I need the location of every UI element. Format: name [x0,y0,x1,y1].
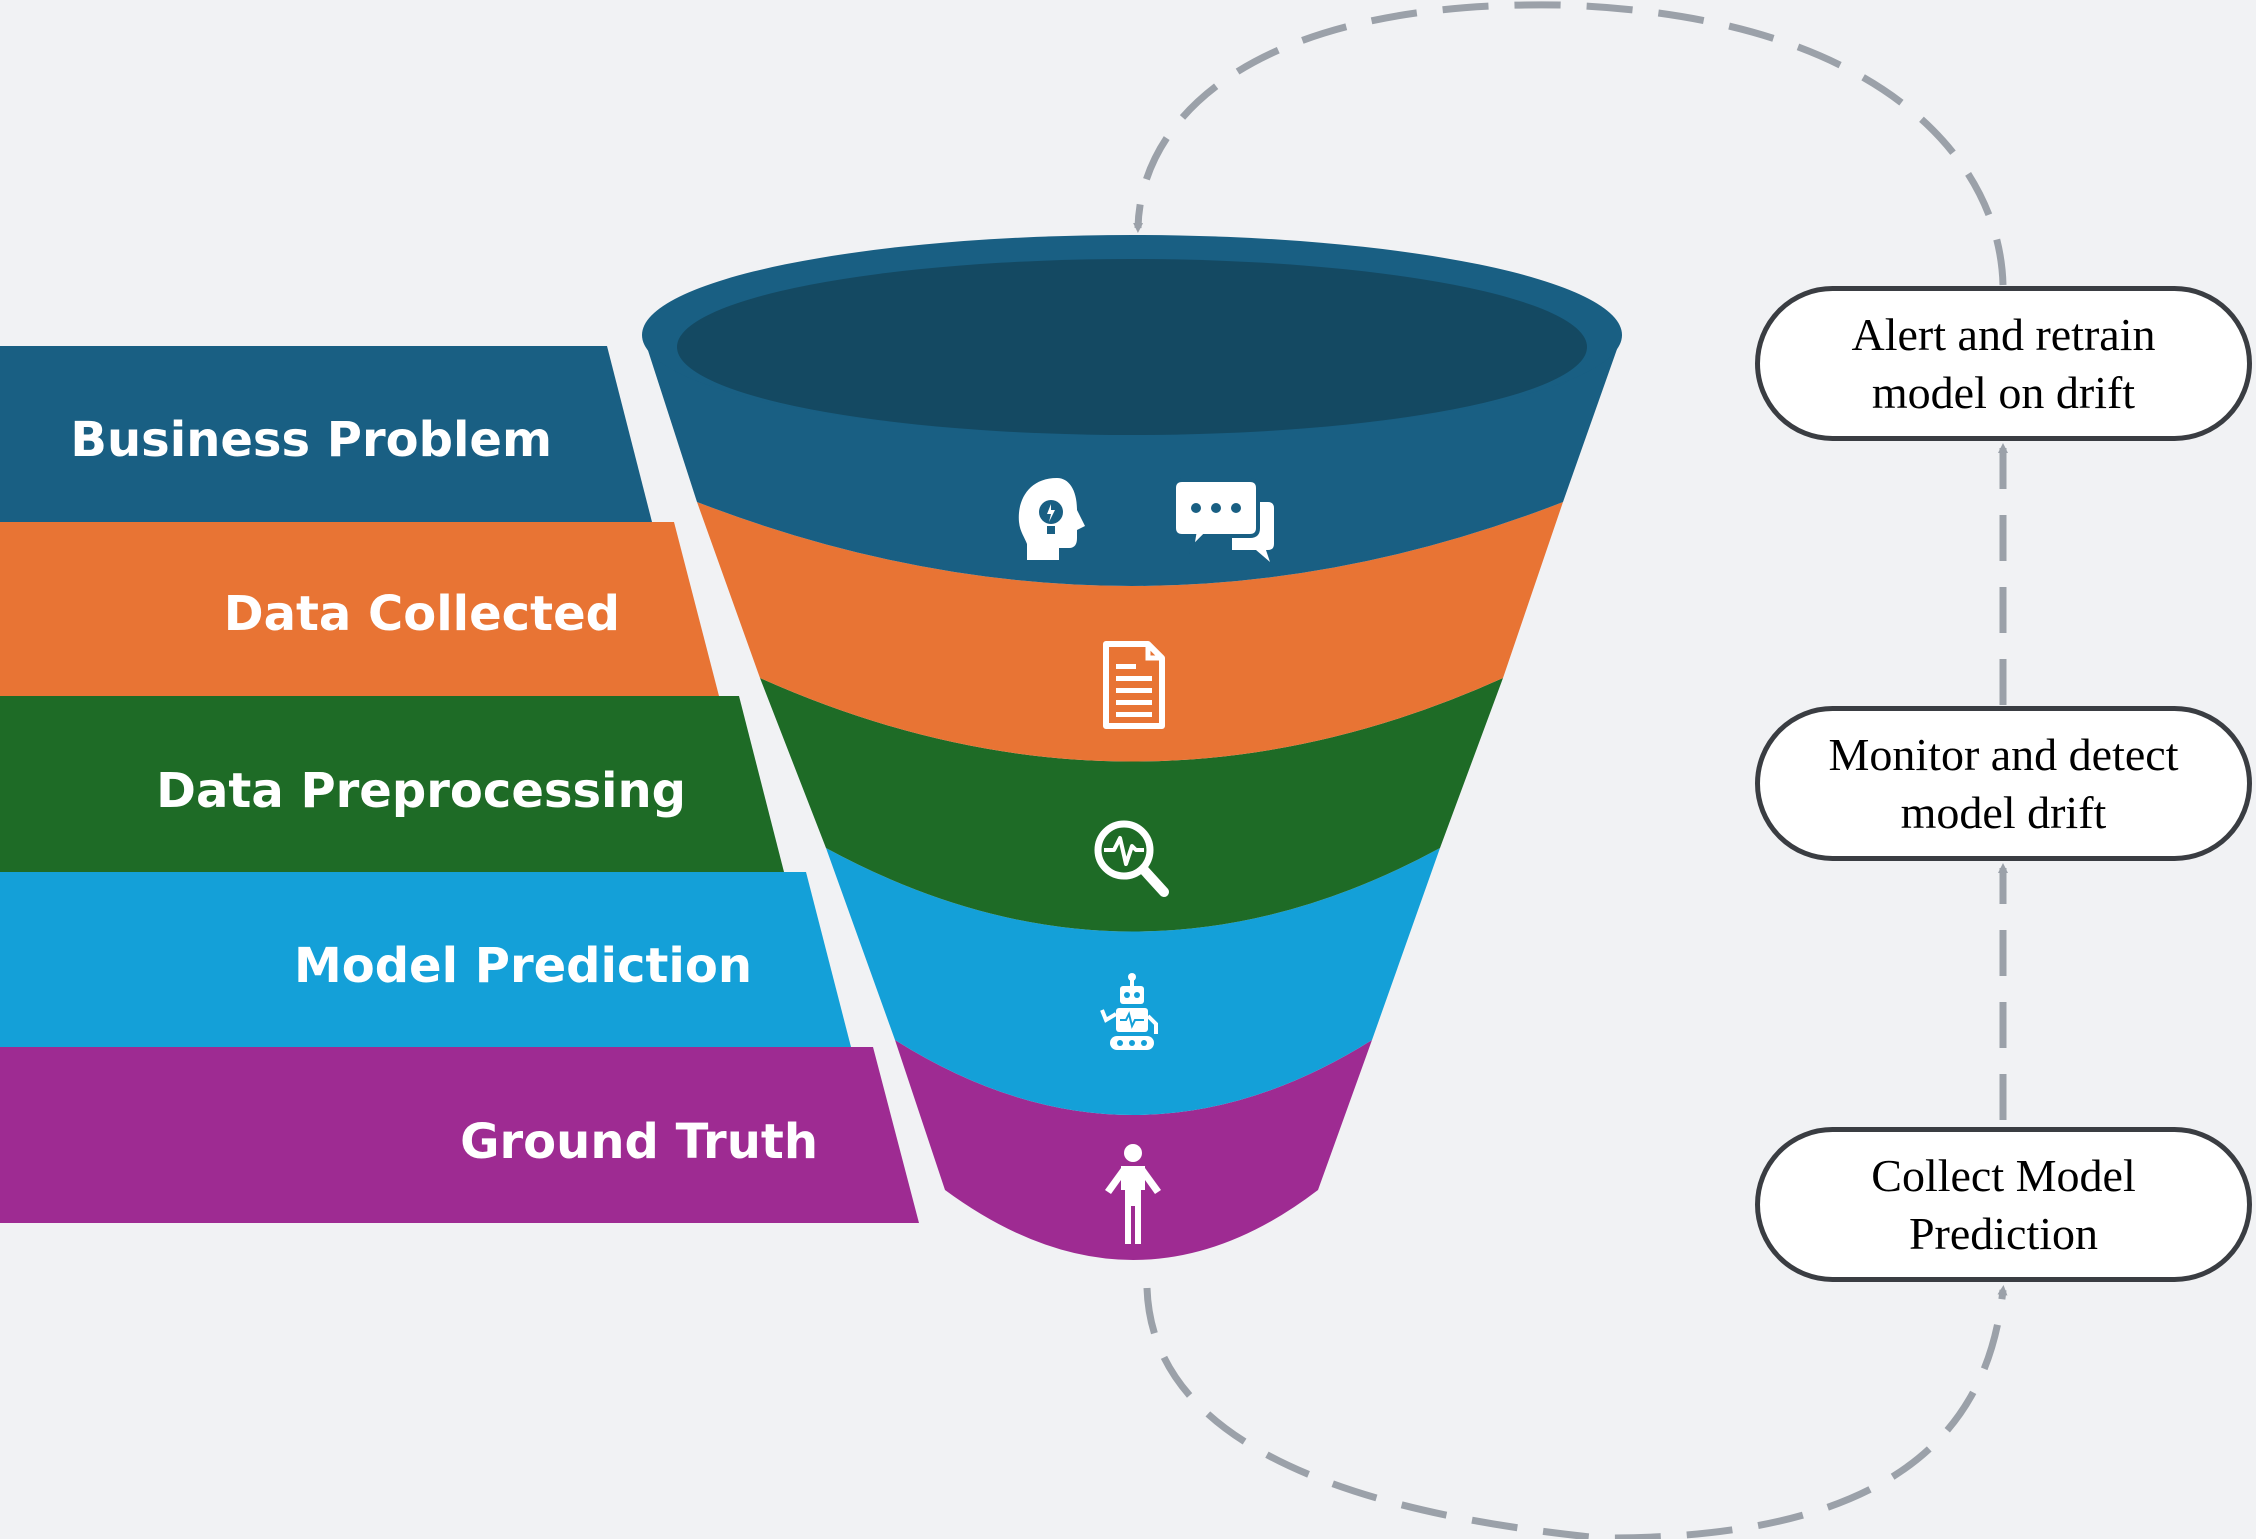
step-monitor-detect-line1: Monitor and detect [1828,728,2179,780]
loop-arrow-top [1133,1,2007,286]
step-monitor-detect-line2: model drift [1900,786,2107,838]
funnel-opening [677,259,1587,435]
person-icon [1105,1144,1161,1244]
chat-bubbles-icon [1172,478,1274,562]
step-collect-prediction-line2: Prediction [1908,1207,2099,1259]
step-alert-retrain-line1: Alert and retrain [1851,308,2156,360]
stage-label-ground-truth: Ground Truth [460,1114,818,1170]
stage-label-data-preprocessing: Data Preprocessing [156,763,686,819]
step-monitor-detect: Monitor and detect model drift [1755,706,2252,861]
head-lightbulb-icon [1018,478,1085,560]
ribbon-business-problem [0,346,652,522]
step-alert-retrain-line2: model on drift [1871,366,2136,418]
step-collect-prediction-line1: Collect Model [1871,1149,2136,1201]
ribbon-data-collected [0,522,719,696]
ribbon-ground-truth [0,1047,919,1223]
funnel-band-data-collected [697,502,1563,762]
funnel [642,235,1622,1260]
loop-arrow-bottom [1143,1285,2008,1539]
ribbon-data-preprocessing [0,696,784,872]
stage-label-business-problem: Business Problem [70,412,552,468]
feedback-loop [1133,1,2008,1539]
stage-ribbons [0,346,919,1223]
step-alert-retrain: Alert and retrain model on drift [1755,286,2252,441]
stage-label-model-prediction: Model Prediction [293,938,752,994]
funnel-band-data-preprocessing [760,678,1503,932]
document-icon [1103,641,1165,729]
robot-icon [1100,973,1158,1050]
ribbon-model-prediction [0,872,851,1047]
magnify-pulse-icon [1094,820,1169,897]
stage-label-data-collected: Data Collected [223,586,620,642]
